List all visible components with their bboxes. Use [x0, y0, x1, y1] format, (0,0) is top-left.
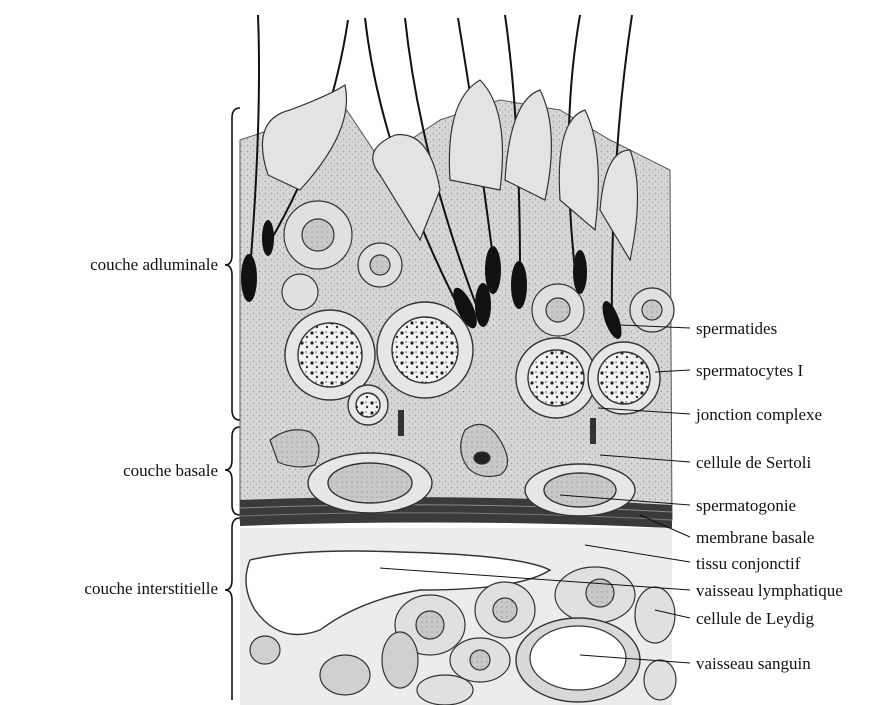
- label-jonction-complexe: jonction complexe: [696, 406, 822, 423]
- label-spermatides: spermatides: [696, 320, 777, 337]
- label-couche-interstitielle: couche interstitielle: [20, 580, 218, 597]
- blood-vessel: [516, 618, 640, 702]
- label-couche-basale: couche basale: [20, 462, 218, 479]
- layer-brackets: [225, 108, 240, 700]
- label-tissu-conjonctif: tissu conjonctif: [696, 555, 800, 572]
- label-cellule-de-sertoli: cellule de Sertoli: [696, 454, 811, 471]
- label-cellule-de-leydig: cellule de Leydig: [696, 610, 814, 627]
- label-spermatogonie: spermatogonie: [696, 497, 796, 514]
- label-couche-adluminale: couche adluminale: [20, 256, 218, 273]
- label-spermatocytes-i: spermatocytes I: [696, 362, 803, 379]
- label-vaisseau-sanguin: vaisseau sanguin: [696, 655, 811, 672]
- label-membrane-basale: membrane basale: [696, 529, 814, 546]
- label-vaisseau-lymphatique: vaisseau lymphatique: [696, 582, 843, 599]
